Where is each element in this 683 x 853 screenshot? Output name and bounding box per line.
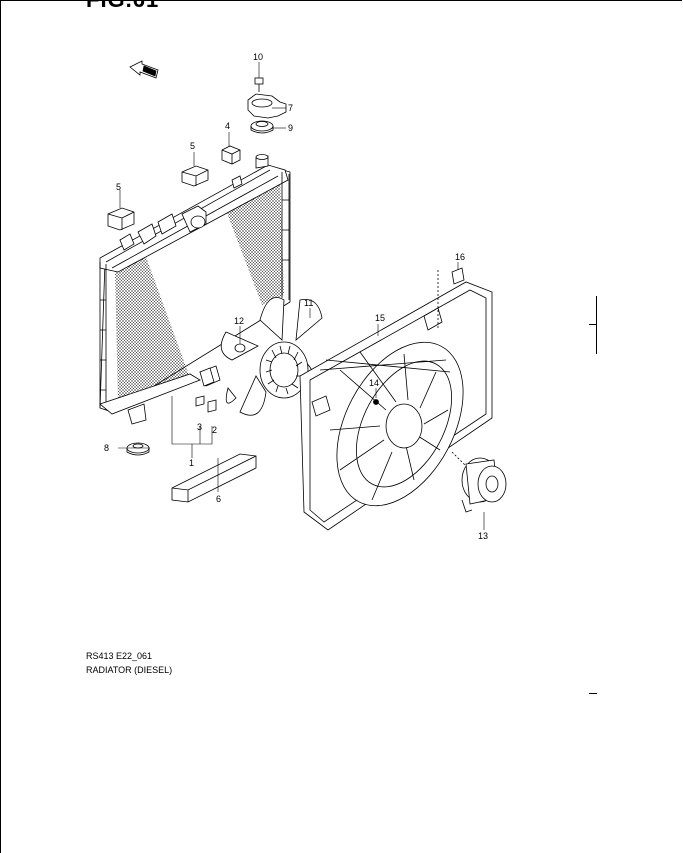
margin-mark-tick bbox=[589, 324, 597, 325]
part-9-seal bbox=[250, 120, 274, 134]
part-12-nut bbox=[234, 343, 246, 353]
callout-15: 15 bbox=[375, 313, 385, 323]
callout-7: 7 bbox=[288, 103, 293, 113]
part-3-clip bbox=[195, 367, 215, 407]
part-10-bolt bbox=[254, 77, 264, 92]
part-16-bolt bbox=[437, 267, 465, 330]
part-13-motor bbox=[451, 451, 507, 513]
drawing-name: RADIATOR (DIESEL) bbox=[86, 665, 173, 675]
front-direction-arrow-icon bbox=[129, 60, 159, 79]
callout-5-upper: 5 bbox=[190, 141, 195, 151]
part-5-pad-upper bbox=[181, 165, 209, 187]
figure-title: FIG.61 bbox=[86, 0, 159, 13]
part-8-cushion bbox=[126, 442, 150, 456]
drawing-code: RS413 E22_061 bbox=[86, 651, 153, 661]
part-4-pad bbox=[221, 145, 241, 165]
callout-5-lower: 5 bbox=[116, 182, 121, 192]
part-14-screw bbox=[373, 399, 379, 405]
callout-8: 8 bbox=[104, 443, 109, 453]
part-6-bar bbox=[171, 453, 257, 503]
callout-12: 12 bbox=[234, 316, 244, 326]
callout-9: 9 bbox=[288, 123, 293, 133]
part-2-plug bbox=[207, 399, 217, 413]
callout-4: 4 bbox=[225, 121, 230, 131]
callout-13: 13 bbox=[478, 531, 488, 541]
callout-2: 2 bbox=[212, 425, 217, 435]
callout-11: 11 bbox=[304, 298, 313, 308]
callout-1: 1 bbox=[189, 458, 194, 468]
radiator bbox=[99, 154, 291, 425]
callout-10: 10 bbox=[253, 52, 263, 62]
margin-mark-bottom bbox=[589, 693, 597, 694]
callout-14: 14 bbox=[369, 378, 379, 388]
part-15-shroud bbox=[299, 281, 493, 531]
callout-16: 16 bbox=[455, 252, 465, 262]
leader-lines bbox=[118, 62, 485, 530]
part-5-pad-lower bbox=[107, 207, 135, 231]
callout-6: 6 bbox=[216, 494, 221, 504]
callout-3: 3 bbox=[197, 422, 202, 432]
margin-mark-vertical bbox=[596, 296, 597, 354]
part-7-cap bbox=[247, 93, 287, 119]
